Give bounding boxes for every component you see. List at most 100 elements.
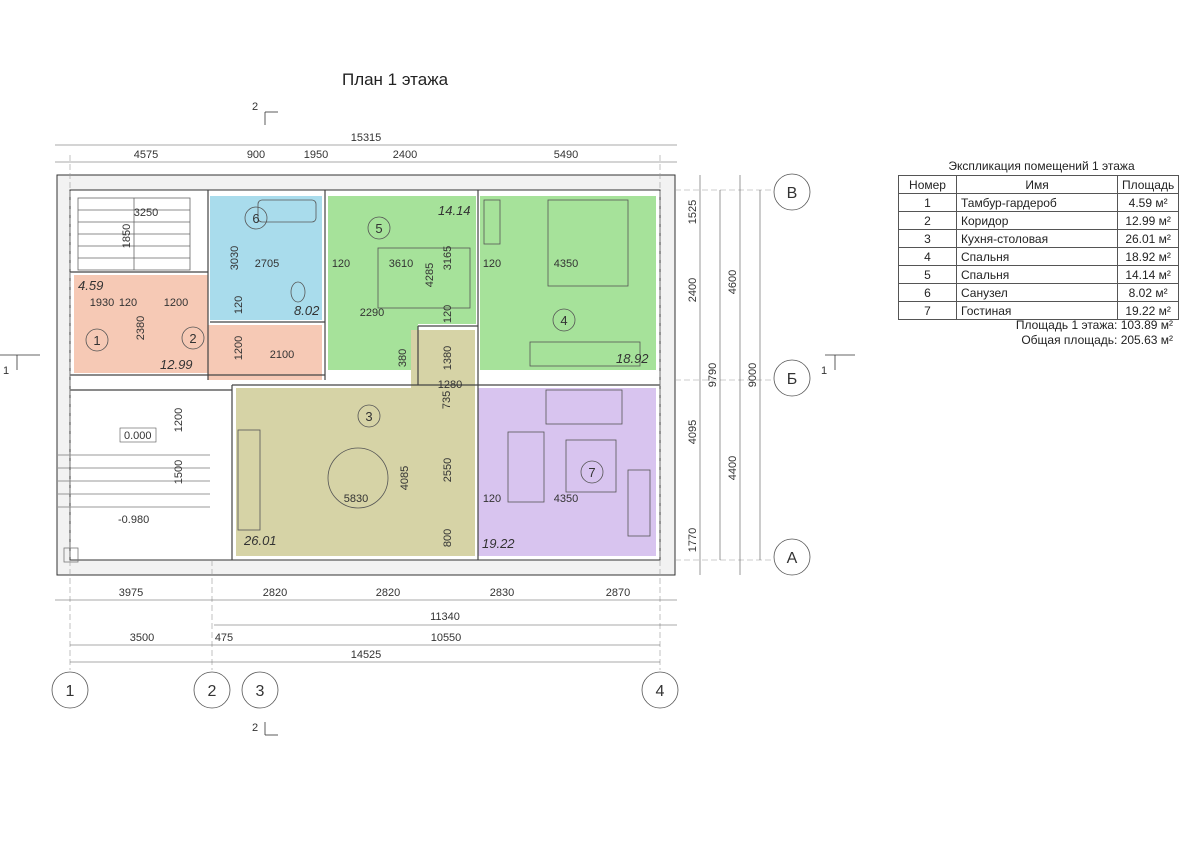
dim-right-1770: 1770 (687, 528, 699, 552)
cell-number: 5 (898, 265, 957, 284)
axis-marker-b (773, 359, 811, 397)
dim-int-1200-b: 1200 (233, 336, 245, 360)
room-7-fill (478, 388, 656, 556)
dim-int-2705: 2705 (255, 258, 279, 270)
cell-area: 18.92 м² (1116, 247, 1180, 266)
room-5-fill (328, 196, 476, 324)
dim-right-2400: 2400 (687, 278, 699, 302)
room-number-2: 2 (189, 331, 196, 346)
axis-marker-1 (51, 671, 89, 709)
room-area-7: 19.22 (482, 536, 515, 551)
room-2-fill (150, 275, 208, 373)
section-mark-left: 1 (3, 365, 9, 377)
dim-int-3250: 3250 (134, 207, 158, 219)
dim-top-2: 900 (247, 149, 265, 161)
axis-marker-a (773, 538, 811, 576)
dim-int-5830: 5830 (344, 493, 368, 505)
dim-int-1850: 1850 (121, 224, 133, 248)
bed-room-5 (377, 247, 471, 309)
dim-int-120-c: 120 (332, 258, 350, 270)
dim-top-overall: 15315 (351, 132, 382, 144)
furniture (237, 199, 651, 537)
dim-int-735: 735 (441, 391, 453, 409)
axis-label-4: 4 (656, 683, 665, 700)
sofa-room-7-top (545, 389, 623, 425)
room-number-5: 5 (375, 221, 382, 236)
dim-bottom-3500: 3500 (130, 632, 154, 644)
cell-number: 6 (898, 283, 957, 302)
armchair-room-7 (565, 439, 617, 493)
dim-right-1525: 1525 (687, 200, 699, 224)
cabinet-room-7 (627, 469, 651, 537)
cell-name: Спальня (956, 265, 1118, 284)
cell-number: 2 (898, 211, 957, 230)
bed-room-4 (547, 199, 629, 287)
cell-area: 14.14 м² (1116, 265, 1180, 284)
axis-marker-v (773, 173, 811, 211)
dim-int-1200-c: 1200 (173, 408, 185, 432)
dining-table (327, 447, 389, 509)
col-header-area: Площадь (1116, 175, 1180, 194)
axis-label-b: Б (787, 371, 798, 388)
cell-number: 3 (898, 229, 957, 248)
room-2-fill-lower (208, 325, 322, 380)
dim-right-4600: 4600 (727, 270, 739, 294)
room-number-markers (85, 206, 604, 484)
porch-steps (58, 454, 210, 563)
section-mark-right: 1 (821, 365, 827, 377)
axis-label-2: 2 (208, 683, 217, 700)
dim-int-4350-b: 4350 (554, 493, 578, 505)
cell-area: 12.99 м² (1116, 211, 1180, 230)
dim-int-120-b: 120 (233, 296, 245, 314)
cell-area: 4.59 м² (1116, 193, 1180, 212)
kitchen-counter (237, 429, 261, 531)
interior-walls (70, 190, 660, 560)
dim-top-4: 2400 (393, 149, 417, 161)
section-mark-bottom: 2 (252, 722, 258, 734)
axis-label-a: А (787, 550, 798, 567)
toilet (290, 281, 306, 303)
room-area-3: 26.01 (243, 533, 277, 548)
room-number-7: 7 (588, 465, 595, 480)
table-row: 7 Гостиная 19.22 м² (898, 301, 1180, 320)
dim-int-2380: 2380 (135, 316, 147, 340)
dim-bottom-10550: 10550 (431, 632, 462, 644)
room-area-2: 12.99 (160, 357, 193, 372)
room-area-4: 18.92 (616, 351, 649, 366)
table-row: 1 Тамбур-гардероб 4.59 м² (898, 193, 1180, 212)
cell-area: 19.22 м² (1116, 301, 1180, 320)
level-floor: 0.000 (124, 430, 152, 442)
dim-int-1500: 1500 (173, 460, 185, 484)
explication-caption: Экспликация помещений 1 этажа (948, 159, 1135, 173)
cell-name: Коридор (956, 211, 1118, 230)
dim-int-3610: 3610 (389, 258, 413, 270)
cell-area: 26.01 м² (1116, 229, 1180, 248)
dim-int-3030: 3030 (229, 246, 241, 270)
room-3-fill-passage (411, 330, 475, 556)
cell-name: Кухня-столовая (956, 229, 1118, 248)
room-number-6: 6 (252, 211, 259, 226)
axis-marker-4 (641, 671, 679, 709)
explication-table: Номер Имя Площадь 1 Тамбур-гардероб 4.59… (898, 175, 1180, 320)
table-row: 5 Спальня 14.14 м² (898, 265, 1180, 284)
wardrobe-room-4 (483, 199, 501, 245)
dim-int-120-e: 120 (442, 305, 454, 323)
dim-right-9000: 9000 (747, 363, 759, 387)
room-1-fill (74, 275, 150, 373)
bathtub (257, 199, 317, 223)
room-area-1: 4.59 (78, 278, 103, 293)
dim-right-4400: 4400 (727, 456, 739, 480)
dim-int-4085: 4085 (399, 466, 411, 490)
grid-axes (69, 155, 780, 670)
axis-marker-2 (193, 671, 231, 709)
dim-int-120-d: 120 (483, 258, 501, 270)
cell-name: Санузел (956, 283, 1118, 302)
col-header-number: Номер (898, 175, 957, 194)
dim-right-9790: 9790 (707, 363, 719, 387)
dim-top-3: 1950 (304, 149, 328, 161)
room-5-fill-lower (328, 324, 418, 370)
room-area-6: 8.02 (294, 303, 320, 318)
cell-number: 1 (898, 193, 957, 212)
dim-bottom-4: 2830 (490, 587, 514, 599)
dim-int-120-f: 120 (483, 493, 501, 505)
